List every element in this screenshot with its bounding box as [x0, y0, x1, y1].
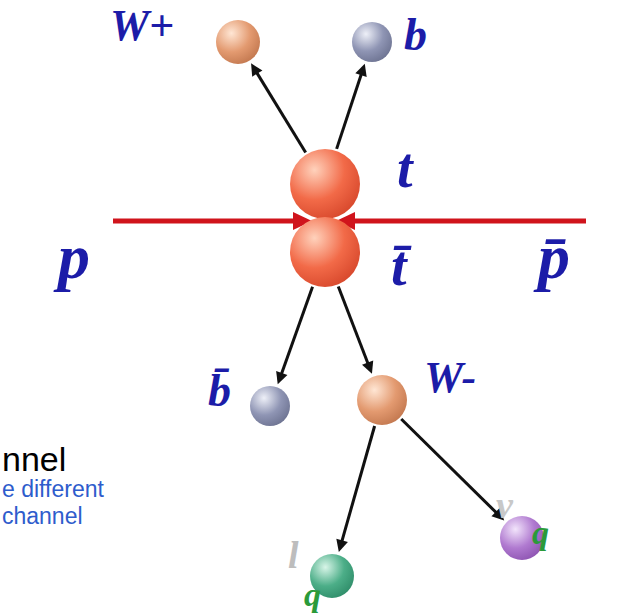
decay-arrow — [336, 426, 374, 552]
w-boson-ball: W- — [357, 375, 407, 425]
decay-arrow — [338, 287, 373, 374]
lepton-label: l — [288, 536, 299, 574]
decay-arrow — [276, 287, 312, 384]
particle-label: t — [397, 140, 413, 196]
neutrino-ball: νq — [500, 516, 544, 560]
quark-label: q — [304, 578, 321, 612]
slide-text: nnel — [2, 441, 66, 478]
decay-arrow — [337, 64, 367, 149]
antitop-ball: t̄ — [290, 217, 360, 287]
particle-label: b̄ — [208, 368, 231, 414]
particle-label: t̄ — [391, 238, 407, 294]
neutrino-label: ν — [496, 486, 513, 524]
slide-text: channel — [2, 504, 83, 529]
b-quark-ball: b — [352, 22, 392, 62]
particle-label: W- — [424, 356, 476, 400]
w-boson-ball: W+ — [216, 20, 260, 64]
particle-label: b — [404, 12, 427, 58]
beam-label: p̄ — [538, 222, 570, 292]
beam-label: p — [58, 222, 90, 292]
quark-label: q — [532, 516, 549, 550]
slide-text: e different — [2, 477, 104, 502]
particle-label: W+ — [110, 4, 174, 48]
proton-beam — [113, 219, 296, 224]
lepton-ball: lq — [310, 554, 354, 598]
top-quark-ball: t — [290, 149, 360, 219]
decay-arrow — [251, 63, 306, 152]
decay-arrow — [401, 419, 504, 520]
b-quark-ball: b̄ — [250, 386, 290, 426]
